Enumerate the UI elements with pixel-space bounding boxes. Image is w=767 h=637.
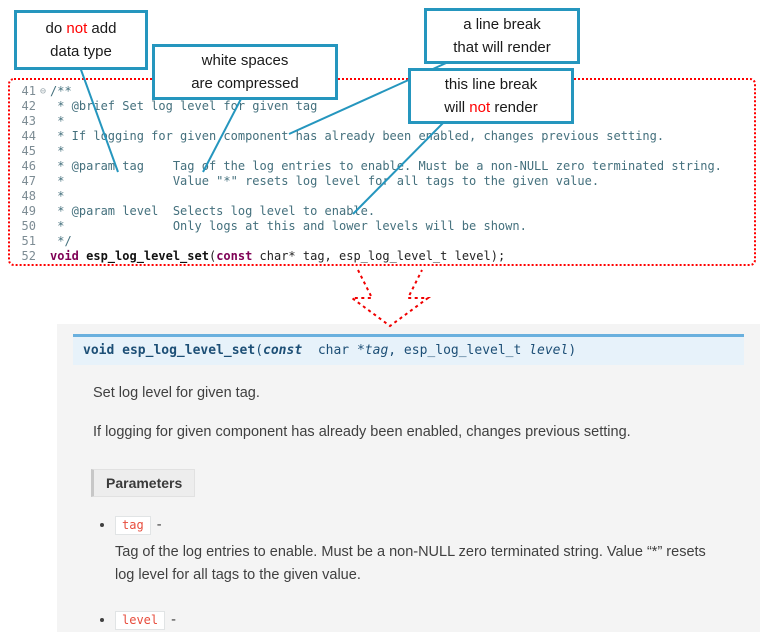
callout-line-break-renders: a line break that will render bbox=[424, 8, 580, 64]
line-number: 49 bbox=[21, 204, 36, 218]
line-number: 52 bbox=[21, 249, 36, 263]
parameter-item-tag: tag- Tag of the log entries to enable. M… bbox=[115, 516, 760, 586]
line-number: 46 bbox=[21, 159, 36, 173]
code-line-text: * @brief Set log level for given tag bbox=[50, 99, 318, 113]
fold-gutter bbox=[36, 144, 50, 159]
param-name-chip: level bbox=[115, 610, 166, 630]
code-line-text: * Value "*" resets log level for all tag… bbox=[50, 174, 600, 188]
callout-line: are compressed bbox=[191, 75, 299, 92]
parameters-label: Parameters bbox=[91, 469, 196, 498]
signature-punct: ) bbox=[568, 343, 577, 358]
signature-function-name: esp_log_level_set bbox=[122, 343, 256, 358]
function-name-token: esp_log_level_set bbox=[86, 249, 209, 263]
line-number: 50 bbox=[21, 219, 36, 233]
callout-line: that will render bbox=[453, 39, 551, 56]
fold-gutter bbox=[36, 189, 50, 204]
code-editor-snippet: 41⊖/** 42 * @brief Set log level for giv… bbox=[8, 78, 756, 266]
signature-param-tag: tag bbox=[364, 343, 389, 358]
signature-punct: ( bbox=[255, 343, 264, 358]
code-line-text: void esp_log_level_set(const char* tag, … bbox=[50, 249, 505, 264]
fold-gutter bbox=[36, 174, 50, 189]
param-name-chip: tag bbox=[115, 516, 151, 536]
punct-token: ( bbox=[208, 249, 217, 263]
line-number: 44 bbox=[21, 129, 36, 143]
line-number: 45 bbox=[21, 144, 36, 158]
code-line: 47 * Value "*" resets log level for all … bbox=[10, 174, 754, 189]
fold-minus-icon: ⊖ bbox=[39, 86, 47, 97]
keyword-token: const bbox=[216, 249, 253, 263]
code-line-text: * bbox=[50, 189, 65, 203]
callout-line: do not add bbox=[45, 20, 117, 37]
code-line: 44 * If logging for given component has … bbox=[10, 129, 754, 144]
code-line: 51 */ bbox=[10, 234, 754, 249]
code-line: 45 * bbox=[10, 144, 754, 159]
line-number: 48 bbox=[21, 189, 36, 203]
code-line: 49 * @param level Selects log level to e… bbox=[10, 204, 754, 219]
callout-do-not-add-data-type: do not add data type bbox=[14, 10, 148, 70]
param-dash: - bbox=[171, 611, 176, 628]
code-line: 46 * @param tag Tag of the log entries t… bbox=[10, 159, 754, 174]
function-signature: void esp_log_level_set(const char *tag, … bbox=[73, 334, 744, 365]
callout-line-break-not-render: this line break will not render bbox=[408, 68, 574, 124]
code-line-text: * @param level Selects log level to enab… bbox=[50, 204, 376, 218]
line-number: 42 bbox=[21, 99, 36, 113]
doc-brief-paragraph: Set log level for given tag. bbox=[93, 385, 260, 401]
code-line-text: * Only logs at this and lower levels wil… bbox=[50, 219, 527, 233]
emphasis-not: not bbox=[469, 99, 491, 116]
dotted-down-arrow bbox=[348, 269, 432, 328]
fold-gutter bbox=[36, 204, 50, 219]
code-line: 48 * bbox=[10, 189, 754, 204]
fold-gutter bbox=[36, 114, 50, 129]
fold-gutter bbox=[36, 129, 50, 144]
fold-gutter bbox=[36, 219, 50, 234]
callout-white-spaces-compressed: white spaces are compressed bbox=[152, 44, 338, 100]
signature-const-keyword: const bbox=[263, 343, 303, 358]
parameter-list: tag- Tag of the log entries to enable. M… bbox=[115, 516, 760, 637]
code-line-text: */ bbox=[50, 234, 72, 248]
doc-detail-paragraph: If logging for given component has alrea… bbox=[93, 424, 631, 441]
callout-line: will not render bbox=[444, 99, 538, 116]
code-line-text: * @param tag Tag of the log entries to e… bbox=[50, 159, 722, 173]
fold-gutter bbox=[36, 249, 50, 264]
line-number: 47 bbox=[21, 174, 36, 188]
param-description: Tag of the log entries to enable. Must b… bbox=[115, 544, 706, 583]
code-line-text: * If logging for given component has alr… bbox=[50, 129, 665, 143]
fold-gutter bbox=[36, 99, 50, 114]
param-dash: - bbox=[156, 517, 162, 534]
line-number: 41 bbox=[21, 84, 36, 98]
signature-type: , esp_log_level_t bbox=[388, 343, 530, 358]
code-line-declaration: 52 void esp_log_level_set(const char* tag… bbox=[10, 249, 754, 264]
line-number: 43 bbox=[21, 114, 36, 128]
code-line: 42 * @brief Set log level for given tag bbox=[10, 99, 754, 114]
code-line-text: * bbox=[50, 114, 65, 128]
signature-param-level: level bbox=[529, 343, 569, 358]
parameter-item-level: level- Selects log level to enable. Only… bbox=[115, 610, 760, 637]
fold-gutter bbox=[36, 159, 50, 174]
signature-type: char * bbox=[302, 343, 365, 358]
code-line-text: /** bbox=[50, 84, 72, 98]
code-line-text: * bbox=[50, 144, 65, 158]
callout-line: a line break bbox=[463, 16, 541, 33]
signature-return-type: void bbox=[83, 343, 123, 358]
callout-line: white spaces bbox=[201, 52, 289, 69]
code-line: 41⊖/** bbox=[10, 84, 754, 99]
code-line: 43 * bbox=[10, 114, 754, 129]
code-line: 50 * Only logs at this and lower levels … bbox=[10, 219, 754, 234]
line-number: 51 bbox=[21, 234, 36, 248]
rendered-docs-panel: void esp_log_level_set(const char *tag, … bbox=[57, 324, 760, 632]
keyword-token: void bbox=[50, 249, 87, 263]
emphasis-not: not bbox=[66, 20, 88, 37]
callout-line: this line break bbox=[444, 76, 538, 93]
fold-gutter bbox=[36, 234, 50, 249]
args-token: char* tag, esp_log_level_t level); bbox=[252, 249, 506, 263]
callout-line: data type bbox=[50, 43, 112, 60]
